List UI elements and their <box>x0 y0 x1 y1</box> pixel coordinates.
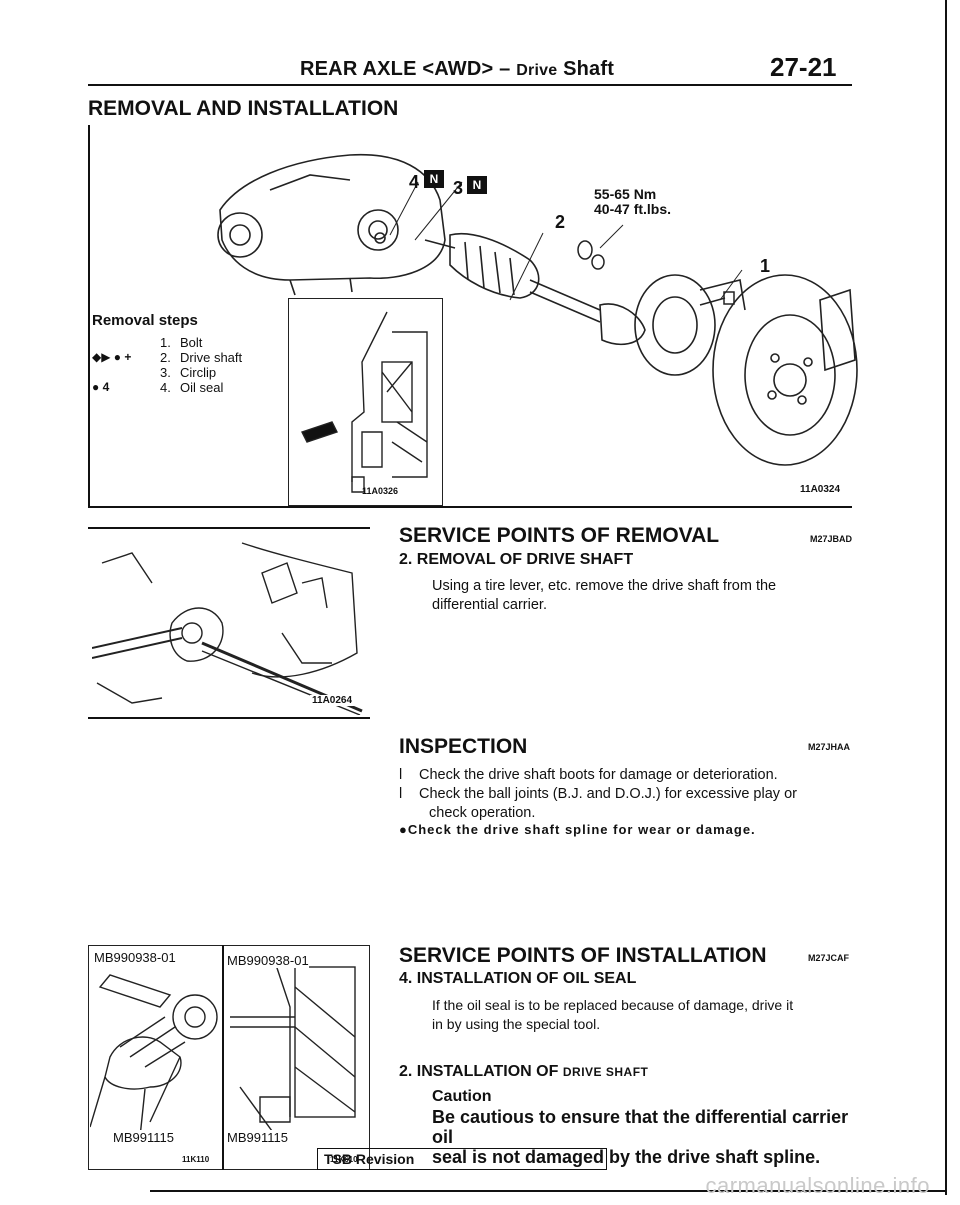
callout-3: 3 <box>453 178 464 198</box>
tsb-revision-box: TSB Revision <box>317 1148 607 1170</box>
bullet-mark: l <box>399 767 403 783</box>
inspection-bullet-1: l Check the drive shaft boots for damage … <box>399 766 859 785</box>
page-number: 27-21 <box>770 52 837 82</box>
bullet-text-continued: check operation. <box>429 805 536 821</box>
sub1-prefix: 4. <box>399 970 413 987</box>
torque-spec: 55-65 Nm 40-47 ft.lbs. <box>594 187 671 217</box>
tools-figure-frame <box>88 945 370 1170</box>
removal-photo-frame: 11A0264 <box>88 527 370 719</box>
tool-label-right-2: MB991115 <box>227 1130 288 1145</box>
sub1-rest: OF OIL SEAL <box>536 970 637 987</box>
oil-seal-inset-frame <box>288 298 443 506</box>
drive-shaft-illustration <box>374 232 646 346</box>
caution-title: Caution <box>432 1088 492 1105</box>
diagram-bottom-rule <box>88 506 852 508</box>
hub-brake-assembly-illustration <box>634 274 858 466</box>
inset-figure-code: 11A0326 <box>362 486 399 496</box>
step-number: 1. <box>160 335 171 350</box>
service-installation-title: SERVICE POINTS OF INSTALLATION <box>399 944 767 967</box>
sub2-main: 2. INSTALLATION OF <box>399 1063 559 1080</box>
page-header-title: REAR AXLE <AWD> – Drive Shaft <box>300 58 614 81</box>
sub2-small: DRIVE SHAFT <box>562 1065 649 1079</box>
section-title: REMOVAL AND INSTALLATION <box>88 97 399 120</box>
badge-n-4: N <box>424 170 444 188</box>
oil-seal-text-line-1: If the oil seal is to be replaced becaus… <box>432 997 794 1013</box>
removal-steps-title: Removal steps <box>92 312 198 329</box>
header-title-end: Shaft <box>563 58 615 80</box>
special-tool-illustration <box>90 961 356 1143</box>
removal-instruction: Using a tire lever, etc. remove the driv… <box>432 577 862 615</box>
step-label: Oil seal <box>180 380 224 395</box>
leader-lines <box>389 181 743 301</box>
removal-text-line-1: Using a tire lever, etc. remove the driv… <box>432 578 777 594</box>
caution-line-1: Be cautious to ensure that the different… <box>432 1107 849 1147</box>
header-title-sub: Drive <box>516 62 558 79</box>
step-label: Bolt <box>180 335 203 350</box>
bullet-mark: l <box>399 786 403 802</box>
bullet-text: Check the drive shaft boots for damage o… <box>419 767 778 783</box>
photo1-bottom-rule <box>88 717 370 719</box>
right-margin-rule <box>945 0 947 1195</box>
step-number: 2. <box>160 350 171 365</box>
sub1-bold: INSTALLATION <box>416 970 532 987</box>
callout-2: 2 <box>555 212 566 232</box>
inspection-bullet-3: ●Check the drive shaft spline for wear o… <box>399 822 756 837</box>
removal-step-3: 3. Circlip <box>160 365 216 380</box>
step-label: Circlip <box>180 365 217 380</box>
diagram-left-rule <box>88 125 90 507</box>
removal-step-4: 4. Oil seal <box>160 380 223 395</box>
drive-shaft-removal-illustration <box>92 542 363 715</box>
torque-ftlbs: 40-47 ft.lbs. <box>594 201 672 217</box>
tools-left-code: 11K110 <box>182 1155 210 1164</box>
footer-rule <box>150 1190 945 1192</box>
watermark: carmanualsonline.info <box>705 1173 930 1198</box>
tool-label-left-2: MB991115 <box>113 1130 174 1145</box>
removal-step-2: 2. Drive shaft <box>160 350 242 365</box>
service-removal-title: SERVICE POINTS OF REMOVAL <box>399 524 720 547</box>
oil-seal-inset-illustration <box>301 311 428 493</box>
installation-subtitle-1: 4. INSTALLATION OF OIL SEAL <box>399 970 636 988</box>
step-4-marks: ● 4 <box>92 380 110 394</box>
oil-seal-text-line-2: in by using the special tool. <box>432 1016 601 1032</box>
torque-nm: 55-65 Nm <box>594 186 657 202</box>
photo1-code: 11A0264 <box>310 695 355 706</box>
step-2-marks: ◆▶ ● + <box>92 350 132 364</box>
caution-block: Caution Be cautious to ensure that the d… <box>432 1087 862 1167</box>
removal-subtitle: 2. REMOVAL OF DRIVE SHAFT <box>399 551 634 568</box>
inspection-title: INSPECTION <box>399 735 528 758</box>
removal-step-1: 1. Bolt <box>160 335 202 350</box>
bullet-text: Check the ball joints (B.J. and D.O.J.) … <box>419 786 797 802</box>
service-removal-code: M27JBAD <box>810 534 853 544</box>
installation-subtitle-2: 2. INSTALLATION OF DRIVE SHAFT <box>399 1063 648 1081</box>
tool-label-left-1: MB990938-01 <box>94 950 176 965</box>
differential-carrier-illustration <box>217 153 446 296</box>
step-label: Drive shaft <box>180 350 243 365</box>
callout-1: 1 <box>760 256 771 276</box>
header-rule <box>88 84 852 86</box>
photo1-top-rule <box>88 527 370 529</box>
removal-text-line-2: differential carrier. <box>432 597 547 613</box>
step-number: 4. <box>160 380 171 395</box>
installation-oil-seal-text: If the oil seal is to be replaced becaus… <box>432 996 862 1034</box>
figure-code-main: 11A0324 <box>800 484 841 495</box>
step-number: 3. <box>160 365 171 380</box>
tools-figure-divider <box>222 945 224 1170</box>
tool-label-right-1: MB990938-01 <box>227 953 309 968</box>
header-title-main: REAR AXLE <AWD> <box>300 58 494 80</box>
service-installation-code: M27JCAF <box>808 953 850 963</box>
badge-n-3: N <box>467 176 487 194</box>
inspection-bullet-2: l Check the ball joints (B.J. and D.O.J.)… <box>399 785 859 823</box>
callout-4: 4 <box>409 172 420 192</box>
tools-right-code: 11K610 <box>330 1155 358 1164</box>
header-title-dash: – <box>499 58 511 80</box>
bolt-nut-illustration <box>577 240 735 306</box>
drive-shaft-exploded-diagram <box>217 153 858 466</box>
inspection-code: M27JHAA <box>808 742 851 752</box>
caution-line-2: seal is not damaged by the drive shaft s… <box>432 1147 821 1167</box>
